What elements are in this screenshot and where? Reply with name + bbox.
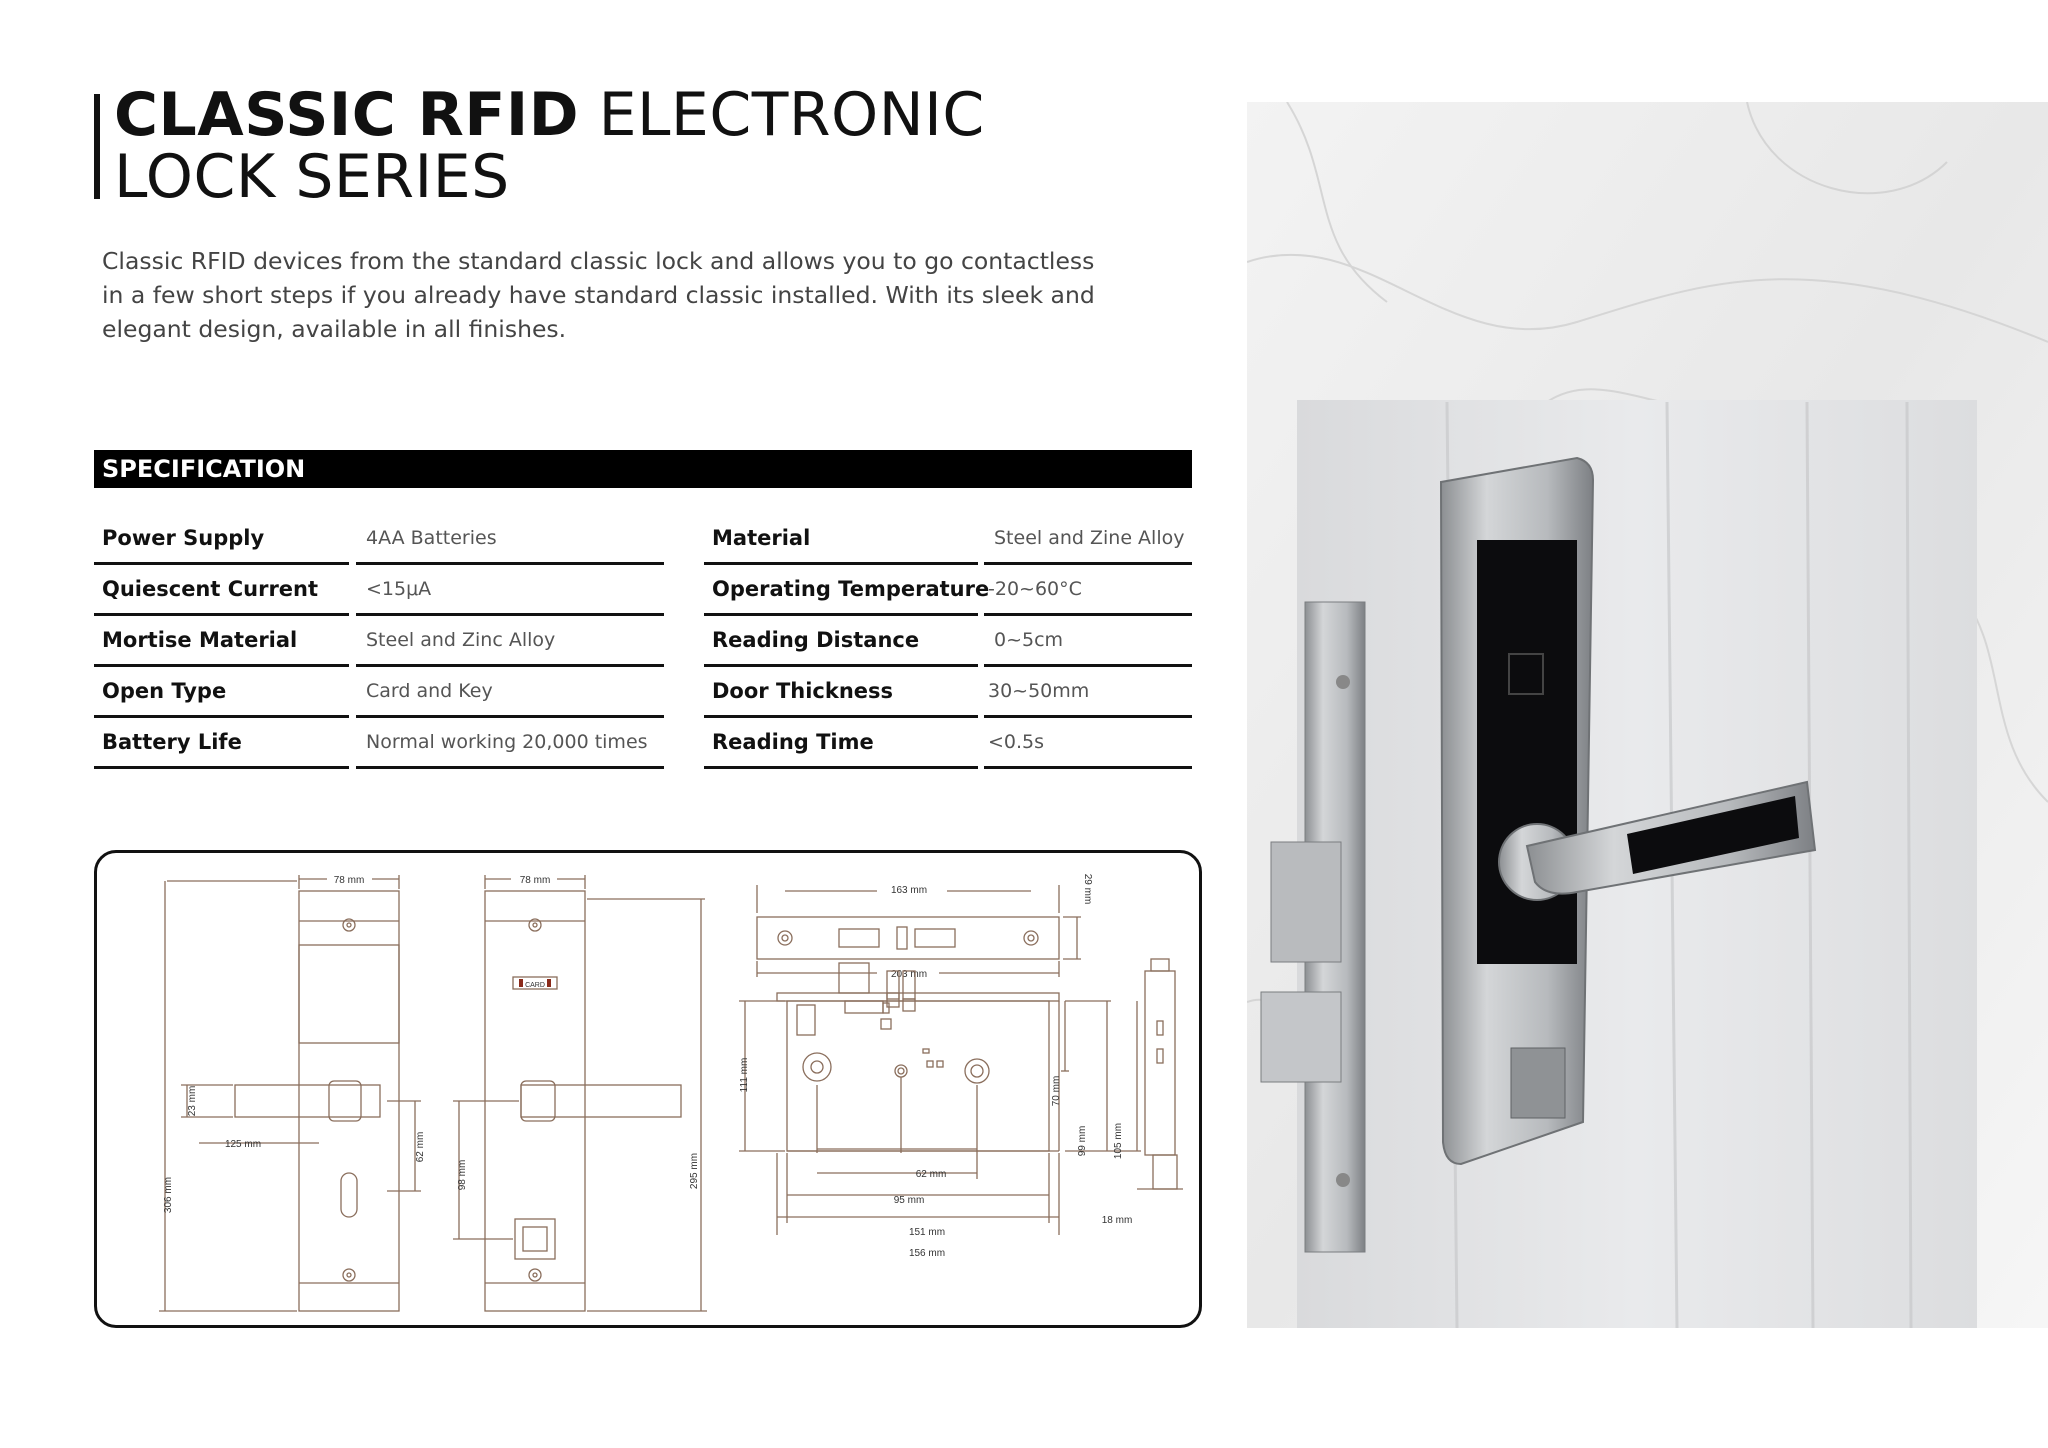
dim-105: 105 mm xyxy=(1113,1123,1124,1159)
dim-156: 156 mm xyxy=(909,1248,945,1259)
card-indicator-right xyxy=(547,979,551,987)
dim-306: 306 mm xyxy=(163,1177,174,1213)
spec-value: -20~60°C xyxy=(984,565,1192,616)
spec-label: Material xyxy=(704,514,978,565)
faceplate-screw-icon xyxy=(1336,1173,1350,1187)
spec-label: Quiescent Current xyxy=(94,565,349,616)
dim-29: 29 mm xyxy=(1082,874,1093,905)
dim-95: 95 mm xyxy=(894,1195,925,1206)
mortise-body-drawing xyxy=(739,958,1183,1235)
title-bold: CLASSIC RFID xyxy=(114,80,579,150)
dim-111: 111 mm xyxy=(739,1058,750,1093)
title-light-2: LOCK SERIES xyxy=(114,142,510,212)
spec-label: Open Type xyxy=(94,667,349,718)
front-plate-drawing xyxy=(159,875,421,1312)
dead-bolt xyxy=(1260,991,1342,1083)
spec-value: Steel and Zinc Alloy xyxy=(356,616,664,667)
card-indicator-left xyxy=(519,979,523,987)
dim-163: 163 mm xyxy=(891,885,927,896)
intro-paragraph: Classic RFID devices from the standard c… xyxy=(102,247,1095,343)
title-light-1: ELECTRONIC xyxy=(598,80,985,150)
technical-drawing: 78 mm 23 mm 125 mm 62 mm 306 mm CARD 7 xyxy=(94,850,1202,1328)
spec-value: Normal working 20,000 times xyxy=(356,718,664,769)
lever-handle-insert xyxy=(1627,796,1799,874)
dim-151: 151 mm xyxy=(909,1227,945,1238)
dim-62: 62 mm xyxy=(415,1132,426,1163)
spec-label: Mortise Material xyxy=(94,616,349,667)
dim-62b: 62 mm xyxy=(916,1169,947,1180)
spec-value: 30~50mm xyxy=(984,667,1192,718)
spec-label: Power Supply xyxy=(94,514,349,565)
faceplate-drawing xyxy=(756,885,1081,977)
dim-70: 70 mm xyxy=(1051,1076,1062,1107)
dim-back-width: 78 mm xyxy=(520,875,551,886)
faceplate-screw-icon xyxy=(1336,675,1350,689)
dim-18: 18 mm xyxy=(1102,1215,1133,1226)
spec-label: Battery Life xyxy=(94,718,349,769)
spec-label: Door Thickness xyxy=(704,667,978,718)
latch-bolt xyxy=(1270,841,1342,963)
spec-label: Reading Distance xyxy=(704,616,978,667)
spec-value: Steel and Zine Alloy xyxy=(984,514,1192,565)
product-photo xyxy=(1247,102,2048,1328)
back-plate-drawing xyxy=(453,875,707,1312)
drawing-svg: 78 mm 23 mm 125 mm 62 mm 306 mm CARD 7 xyxy=(159,874,1183,1312)
spec-label: Reading Time xyxy=(704,718,978,769)
card-label: CARD xyxy=(525,982,545,989)
dim-295: 295 mm xyxy=(689,1153,700,1189)
spec-value: Card and Key xyxy=(356,667,664,718)
dim-98: 98 mm xyxy=(457,1160,468,1191)
door-lock-illustration xyxy=(1247,102,2048,1328)
spec-value: 4AA Batteries xyxy=(356,514,664,565)
page-title: CLASSIC RFID ELECTRONIC LOCK SERIES xyxy=(114,84,985,208)
dim-125: 125 mm xyxy=(225,1139,261,1150)
dim-99: 99 mm xyxy=(1077,1126,1088,1157)
spec-label: Operating Temperature xyxy=(704,565,989,616)
dim-203: 203 mm xyxy=(891,969,927,980)
specification-heading: SPECIFICATION xyxy=(94,450,1192,488)
dim-23: 23 mm xyxy=(187,1086,198,1117)
card-symbol-icon xyxy=(1508,653,1544,695)
spec-value: 0~5cm xyxy=(984,616,1192,667)
title-accent-bar xyxy=(94,94,100,199)
card-reader-panel xyxy=(1477,540,1577,964)
dim-front-width: 78 mm xyxy=(334,875,365,886)
spec-value: <0.5s xyxy=(984,718,1192,769)
keyhole-cover xyxy=(1510,1047,1566,1119)
spec-value: <15μA xyxy=(356,565,664,616)
